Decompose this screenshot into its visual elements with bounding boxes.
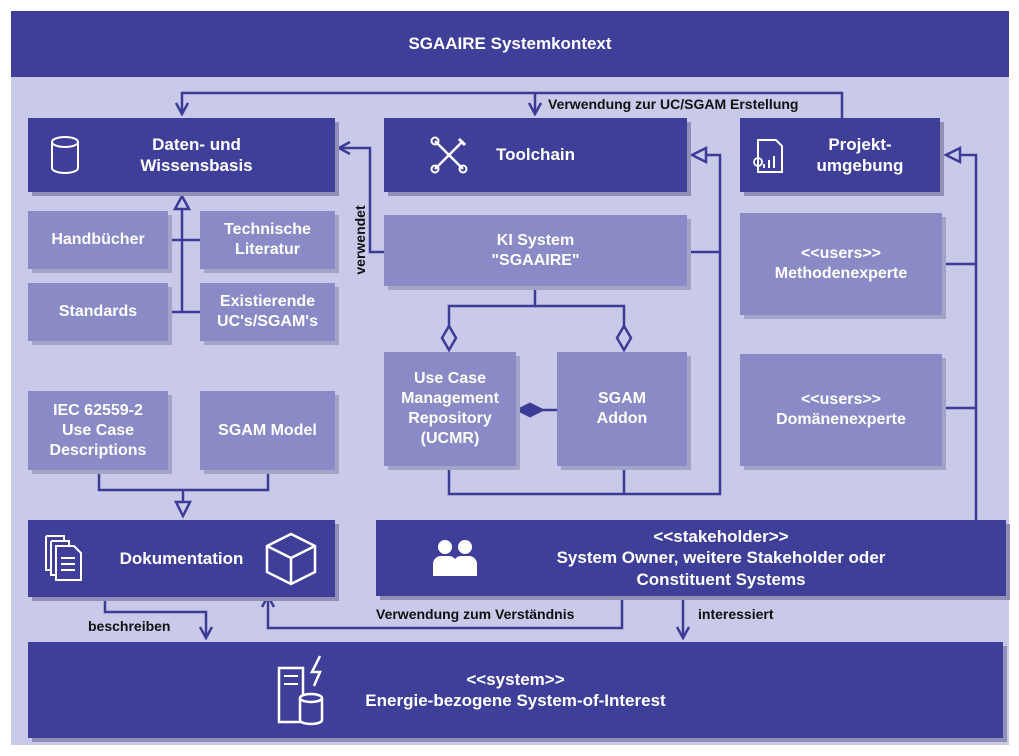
technische-literatur-label: Technische Literatur — [224, 221, 311, 258]
standards-box: Standards — [28, 283, 168, 341]
projektumgebung-box: Projekt- umgebung — [740, 118, 940, 192]
dokumentation-box: Dokumentation — [28, 520, 335, 597]
domaenenexperte-label: <<users>> Domänenexperte — [776, 391, 906, 428]
diagram-title: SGAAIRE Systemkontext — [11, 11, 1009, 77]
line-ki-toolchain — [687, 153, 722, 254]
line-verwendung-verstaendnis — [268, 596, 624, 630]
aggregation-diamond-ucmr — [440, 323, 458, 353]
tools-icon — [430, 136, 468, 174]
line-users-projekt — [946, 153, 978, 520]
projektumgebung-label: Projekt- umgebung — [816, 134, 904, 175]
sgam-addon-label: SGAM Addon — [596, 390, 648, 427]
daten-wissensbasis-box: Daten- und Wissensbasis — [28, 118, 335, 192]
iec-label: IEC 62559-2 Use Case Descriptions — [49, 401, 147, 459]
ucmr-label: Use Case Management Repository (UCMR) — [401, 370, 499, 447]
generalization-arrow-toolchain — [689, 145, 708, 165]
composition-diamond — [514, 402, 546, 418]
users-icon — [433, 540, 477, 576]
line-repository-toolchain — [447, 252, 722, 496]
server-database-icon — [277, 655, 324, 726]
standards-label: Standards — [58, 303, 138, 320]
sgam-model-box: SGAM Model — [200, 391, 335, 470]
cube-icon — [265, 532, 317, 586]
generalization-arrow-daten — [172, 193, 192, 211]
stakeholder-label: <<stakeholder>> System Owner, weitere St… — [556, 527, 886, 589]
line-iec-sgam — [97, 470, 270, 492]
handbuecher-box: Handbücher — [28, 211, 168, 269]
handbuecher-label: Handbücher — [51, 231, 145, 248]
line-verwendung-uc — [182, 91, 844, 118]
label-verwendung-verstaendnis: Verwendung zum Verständnis — [376, 606, 575, 622]
generalization-arrow-dokumentation — [173, 500, 193, 519]
existierende-label: Existierende UC's/SGAM's — [217, 293, 318, 330]
ucmr-box: Use Case Management Repository (UCMR) — [384, 352, 516, 466]
system-of-interest-label: <<system>> Energie-bezogene System-of-In… — [365, 669, 666, 710]
methodenexperte-label: <<users>> Methodenexperte — [774, 245, 908, 282]
sgam-model-label: SGAM Model — [218, 421, 317, 439]
label-interessiert: interessiert — [698, 606, 774, 622]
ki-system-label: KI System "SGAAIRE" — [491, 231, 580, 269]
project-document-icon — [753, 139, 783, 173]
generalization-arrow-projekt — [943, 145, 962, 165]
label-beschreiben: beschreiben — [88, 618, 171, 634]
stakeholder-box: <<stakeholder>> System Owner, weitere St… — [376, 520, 1006, 596]
label-verwendet: verwendet — [352, 205, 368, 275]
aggregation-diamond-addon — [615, 323, 633, 353]
line-aggregation-addon — [535, 304, 626, 326]
system-of-interest-box: <<system>> Energie-bezogene System-of-In… — [28, 642, 1003, 738]
domaenenexperte-box: <<users>> Domänenexperte — [740, 354, 942, 466]
line-beschreiben — [103, 597, 206, 638]
daten-wissensbasis-label: Daten- und Wissensbasis — [140, 134, 253, 175]
toolchain-box: Toolchain — [384, 118, 687, 192]
ki-system-box: KI System "SGAAIRE" — [384, 215, 687, 286]
dokumentation-label: Dokumentation — [119, 548, 244, 568]
documents-icon — [45, 535, 82, 581]
sgam-addon-box: SGAM Addon — [557, 352, 687, 466]
existierende-box: Existierende UC's/SGAM's — [200, 283, 335, 341]
toolchain-label: Toolchain — [495, 145, 575, 165]
iec-box: IEC 62559-2 Use Case Descriptions — [28, 391, 168, 470]
database-icon — [51, 136, 79, 174]
line-verwendet — [339, 148, 384, 254]
line-aggregation-ucmr — [447, 286, 537, 326]
methodenexperte-box: <<users>> Methodenexperte — [740, 213, 942, 315]
label-verwendung-uc: Verwendung zur UC/SGAM Erstellung — [548, 96, 799, 112]
technische-literatur-box: Technische Literatur — [200, 211, 335, 269]
